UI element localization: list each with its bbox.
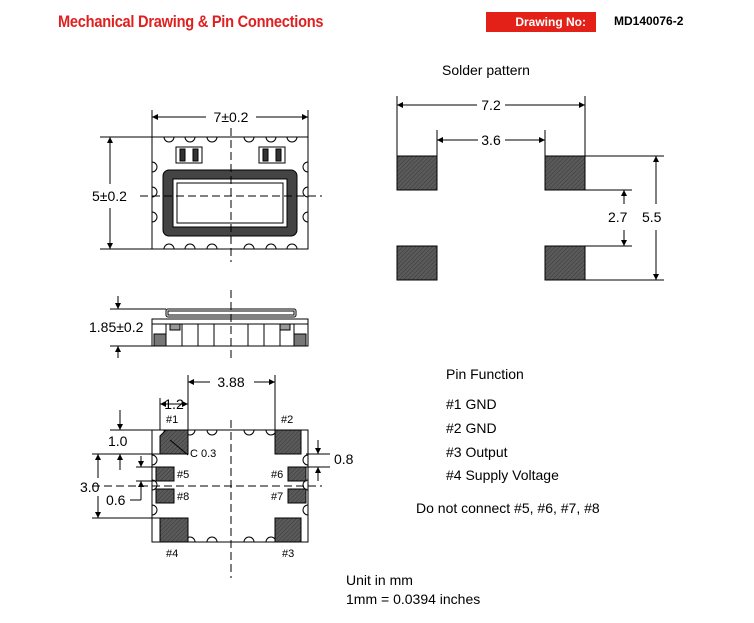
pin-function-note: Do not connect #5, #6, #7, #8 (416, 500, 600, 516)
pin8-label: #8 (177, 491, 189, 503)
dim-spacing: 3.0 (80, 479, 100, 495)
pin-function-4: #4 Supply Voltage (446, 467, 559, 483)
dim-pad-height: 1.0 (108, 433, 128, 449)
pin-function-title: Pin Function (446, 366, 524, 382)
pin3-label: #3 (282, 548, 294, 560)
pin6-label: #6 (271, 469, 283, 481)
pin-function-2: #2 GND (446, 420, 497, 436)
dim-pitch: 3.88 (217, 374, 244, 390)
unit-line-1: Unit in mm (346, 572, 413, 588)
side-height-dim: 1.85±0.2 (89, 319, 144, 335)
bottom-view (92, 375, 330, 578)
drawing-title: Mechanical Drawing & Pin Connections (58, 12, 324, 31)
dim-chamfer: C 0.3 (190, 448, 216, 460)
side-view (110, 290, 309, 362)
pin5-label: #5 (177, 469, 189, 481)
drawing-number-label: Drawing No: (486, 12, 596, 32)
dim-gap: 0.8 (334, 451, 354, 467)
solder-inner-height: 2.7 (608, 209, 628, 225)
dim-small-pad: 0.6 (106, 492, 126, 508)
dim-pad: 1.2 (164, 396, 184, 412)
solder-pattern (396, 96, 664, 281)
unit-line-2: 1mm = 0.0394 inches (346, 591, 481, 607)
solder-inner-width: 3.6 (481, 132, 501, 148)
pin4-label: #4 (166, 548, 178, 560)
pin-function-3: #3 Output (446, 444, 508, 460)
solder-outer-height: 5.5 (642, 209, 662, 225)
solder-pattern-title: Solder pattern (442, 62, 530, 78)
top-width-dim: 7±0.2 (214, 109, 249, 125)
solder-outer-width: 7.2 (481, 97, 501, 113)
pin2-label: #2 (281, 414, 293, 426)
pin1-label: #1 (166, 414, 178, 426)
drawing-number: MD140076-2 (614, 14, 684, 28)
top-view (100, 110, 322, 262)
top-height-dim: 5±0.2 (92, 188, 127, 204)
pin7-label: #7 (271, 491, 283, 503)
pin-function-1: #1 GND (446, 396, 497, 412)
